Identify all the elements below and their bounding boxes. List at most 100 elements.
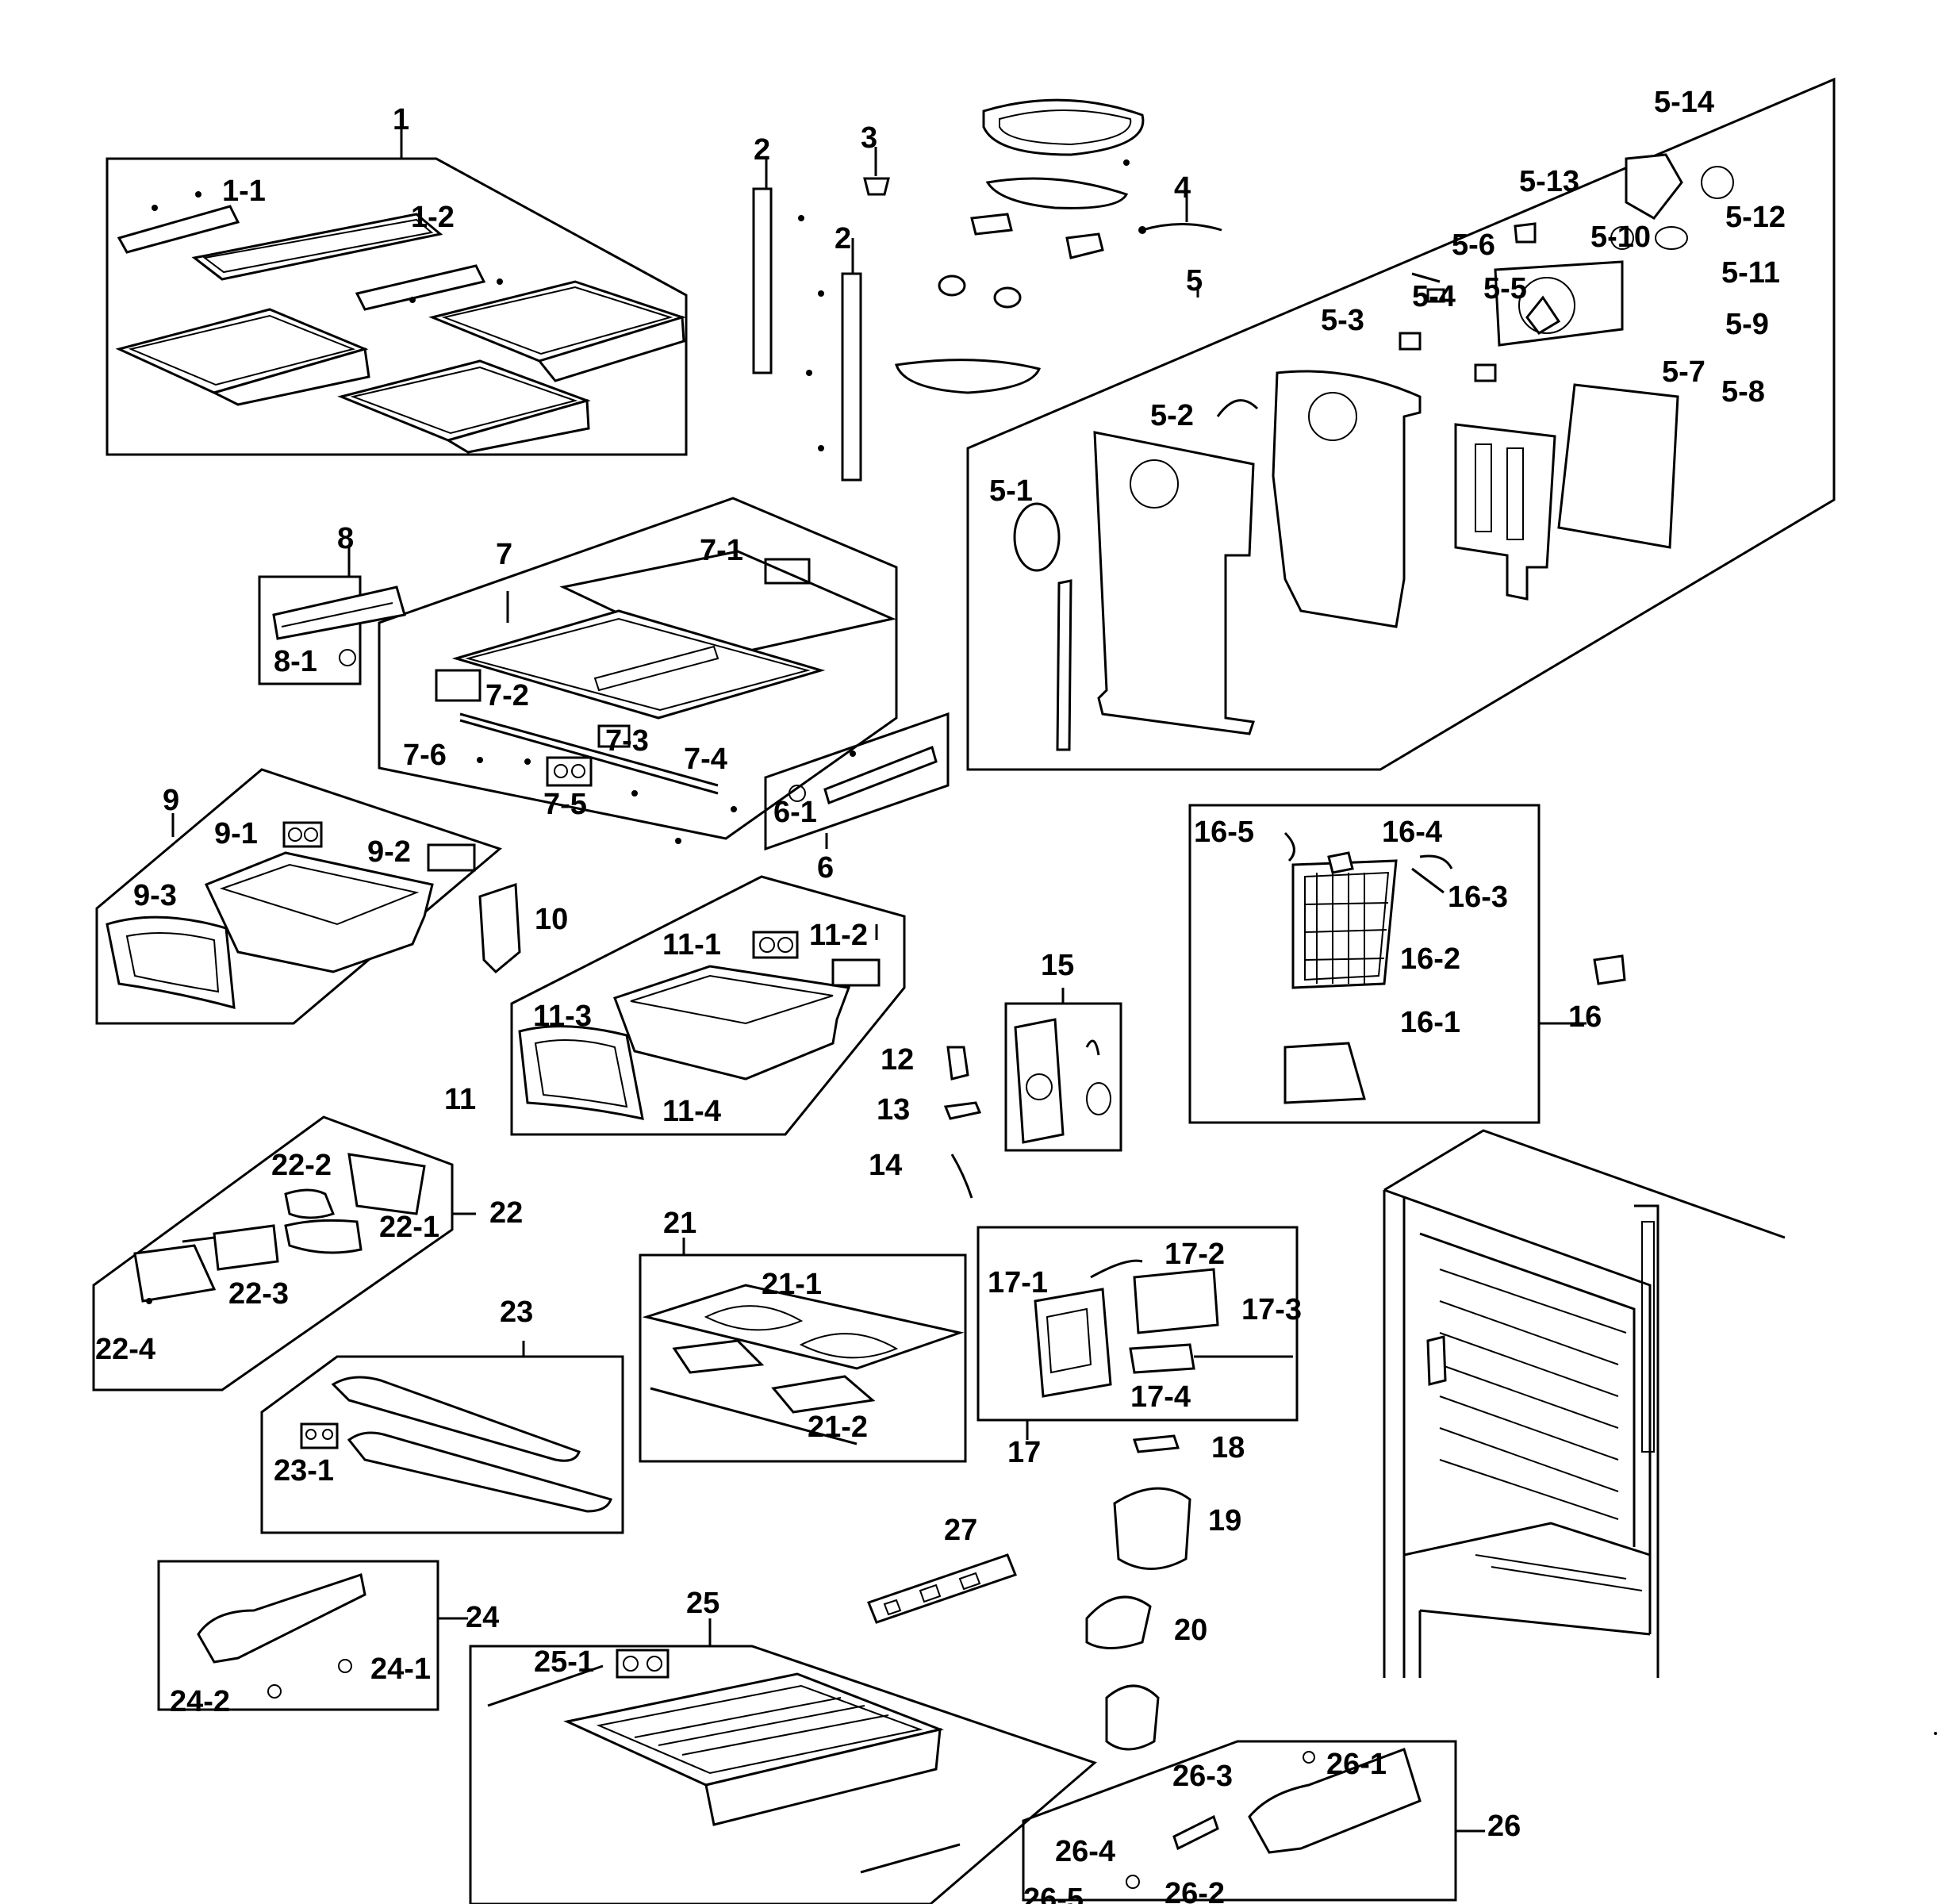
callout-6: 6 xyxy=(817,851,835,885)
callout-22-3: 22-3 xyxy=(228,1277,290,1311)
callout-26-2: 26-2 xyxy=(1165,1877,1226,1904)
callout-5-1: 5-1 xyxy=(989,474,1033,508)
callout-5: 5 xyxy=(1186,264,1203,298)
group-9-drawer xyxy=(95,768,503,1025)
callout-2b: 2 xyxy=(835,222,852,255)
callout-9-3: 9-3 xyxy=(133,879,177,912)
callout-17-2: 17-2 xyxy=(1165,1238,1226,1271)
callout-16-1: 16-1 xyxy=(1400,1006,1461,1039)
callout-7-6: 7-6 xyxy=(403,739,447,772)
group-15-dispenser xyxy=(1004,988,1122,1152)
callout-15: 15 xyxy=(1041,949,1075,982)
callout-24: 24 xyxy=(466,1601,500,1634)
callout-19: 19 xyxy=(1208,1504,1242,1537)
group-6-rail xyxy=(764,712,950,851)
cabinet-body xyxy=(1383,1129,1786,1678)
callout-21-1: 21-1 xyxy=(762,1268,823,1301)
callout-1-1: 1-1 xyxy=(222,175,266,208)
stray-dot xyxy=(1934,1732,1937,1735)
callout-11: 11 xyxy=(444,1083,477,1116)
callout-22: 22 xyxy=(489,1196,524,1230)
group-23-cover xyxy=(260,1341,624,1534)
callout-22-2: 22-2 xyxy=(271,1149,332,1182)
callout-18: 18 xyxy=(1211,1431,1245,1464)
group-10-part xyxy=(478,882,521,974)
callout-5-12: 5-12 xyxy=(1725,201,1786,234)
group-2-rails xyxy=(752,147,890,482)
callout-1-2: 1-2 xyxy=(411,201,455,234)
group-5-fan-assembly xyxy=(966,77,1836,771)
callout-24-2: 24-2 xyxy=(170,1685,231,1718)
callout-5-4: 5-4 xyxy=(1412,280,1456,313)
group-21-shelf xyxy=(639,1238,967,1463)
callout-26-1: 26-1 xyxy=(1326,1748,1387,1781)
callout-11-2: 11-2 xyxy=(809,919,868,952)
callout-21: 21 xyxy=(663,1207,697,1240)
callout-5-13: 5-13 xyxy=(1519,165,1580,198)
callout-16-5: 16-5 xyxy=(1194,816,1255,849)
callout-5-9: 5-9 xyxy=(1725,308,1769,341)
callout-3: 3 xyxy=(861,121,878,155)
group-11-drawer xyxy=(510,875,906,1136)
group-24-rail xyxy=(157,1560,468,1711)
callout-5-7: 5-7 xyxy=(1662,355,1706,389)
group-4-lamp xyxy=(895,98,1222,394)
callout-17: 17 xyxy=(1007,1436,1042,1469)
callout-16-3: 16-3 xyxy=(1448,881,1509,914)
callout-8: 8 xyxy=(337,522,355,555)
callout-9: 9 xyxy=(163,784,180,817)
callout-20: 20 xyxy=(1174,1614,1208,1647)
callout-7-4: 7-4 xyxy=(684,743,727,776)
callout-7-1: 7-1 xyxy=(700,534,743,567)
callout-11-3: 11-3 xyxy=(533,1000,592,1033)
callout-5-10: 5-10 xyxy=(1590,221,1652,254)
group-8-holder xyxy=(258,547,406,685)
callout-17-1: 17-1 xyxy=(988,1266,1049,1299)
callout-27: 27 xyxy=(944,1514,978,1547)
callout-22-1: 22-1 xyxy=(379,1211,440,1244)
group-25-drawer xyxy=(469,1618,1097,1904)
callout-26-5: 26-5 xyxy=(1023,1883,1084,1904)
callout-9-1: 9-1 xyxy=(214,817,258,850)
callout-24-1: 24-1 xyxy=(370,1653,432,1686)
group-7-crisper-cover xyxy=(378,497,898,844)
callout-23: 23 xyxy=(500,1296,534,1329)
group-1-shelves xyxy=(106,119,688,456)
callout-1: 1 xyxy=(393,103,410,136)
callout-16: 16 xyxy=(1568,1000,1602,1034)
callout-16-2: 16-2 xyxy=(1400,942,1461,976)
group-12-13-14-parts xyxy=(943,1046,982,1199)
callout-7-3: 7-3 xyxy=(605,724,649,758)
group-18-19-20-parts xyxy=(1085,1434,1191,1751)
callout-10: 10 xyxy=(535,903,569,936)
callout-7: 7 xyxy=(496,538,513,571)
callout-7-2: 7-2 xyxy=(485,679,529,712)
callout-5-8: 5-8 xyxy=(1721,375,1765,409)
group-22-assembly xyxy=(92,1115,476,1392)
callout-9-2: 9-2 xyxy=(367,835,411,869)
callout-25: 25 xyxy=(686,1587,720,1620)
callout-26: 26 xyxy=(1487,1810,1521,1843)
callout-5-6: 5-6 xyxy=(1452,228,1495,262)
group-26-rail xyxy=(1022,1740,1485,1902)
callout-26-3: 26-3 xyxy=(1172,1760,1234,1793)
callout-17-4: 17-4 xyxy=(1130,1380,1191,1414)
callout-5-5: 5-5 xyxy=(1483,272,1527,305)
callout-12: 12 xyxy=(881,1043,915,1077)
callout-6-1: 6-1 xyxy=(773,796,817,829)
callout-5-14: 5-14 xyxy=(1654,86,1715,119)
loose-part xyxy=(1593,954,1626,985)
callout-4: 4 xyxy=(1174,171,1191,205)
callout-13: 13 xyxy=(877,1093,911,1127)
callout-5-3: 5-3 xyxy=(1321,304,1364,337)
callout-26-4: 26-4 xyxy=(1055,1835,1116,1868)
callout-2a: 2 xyxy=(754,133,771,167)
callout-25-1: 25-1 xyxy=(534,1645,595,1679)
group-27-part xyxy=(867,1553,1017,1624)
callout-7-5: 7-5 xyxy=(543,788,587,821)
callout-11-1: 11-1 xyxy=(662,928,721,962)
callout-21-2: 21-2 xyxy=(808,1411,869,1444)
